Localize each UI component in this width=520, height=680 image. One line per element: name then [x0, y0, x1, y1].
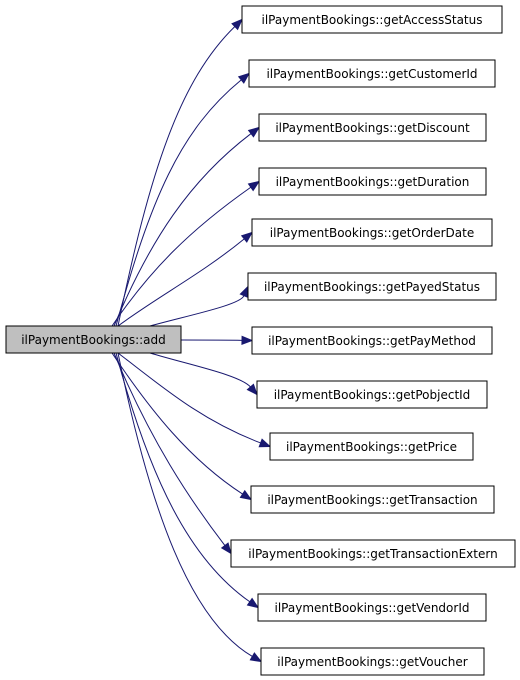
arrowhead-icon: [246, 597, 260, 609]
target-node[interactable]: ilPaymentBookings::getVoucher: [260, 647, 485, 676]
target-nodes: ilPaymentBookings::getAccessStatusilPaym…: [230, 5, 516, 676]
call-edge: [149, 295, 245, 327]
target-node-box: [247, 272, 497, 301]
arrowhead-icon: [237, 72, 251, 84]
call-edge: [115, 79, 242, 327]
call-edge: [117, 26, 236, 327]
arrowhead-icon: [247, 180, 261, 192]
target-node-label: ilPaymentBookings::getCustomerId: [266, 67, 477, 81]
call-edge: [113, 352, 226, 546]
call-edge: [117, 352, 261, 444]
target-node-label: ilPaymentBookings::getDiscount: [275, 121, 470, 135]
arrowhead-icon: [231, 18, 243, 31]
target-node-label: ilPaymentBookings::getOrderDate: [270, 226, 474, 240]
target-node[interactable]: ilPaymentBookings::getAccessStatus: [241, 5, 503, 34]
target-node-label: ilPaymentBookings::getPayedStatus: [264, 280, 480, 294]
target-node-box: [269, 432, 474, 461]
call-edge: [115, 352, 251, 603]
arrowhead-icon: [241, 335, 254, 346]
target-node[interactable]: ilPaymentBookings::getVendorId: [257, 593, 487, 622]
target-node-box: [256, 380, 488, 409]
target-node-box: [230, 539, 516, 568]
target-node-box: [250, 485, 495, 514]
call-edge: [113, 133, 252, 327]
target-node[interactable]: ilPaymentBookings::getTransactionExtern: [230, 539, 516, 568]
target-node-label: ilPaymentBookings::getVendorId: [275, 601, 470, 615]
target-node-box: [258, 167, 487, 196]
target-node[interactable]: ilPaymentBookings::getPrice: [269, 432, 474, 461]
call-edge: [149, 352, 251, 388]
source-node-box: [5, 325, 182, 354]
call-edge: [117, 352, 253, 657]
target-node-box: [251, 218, 493, 247]
arrowhead-icon: [249, 652, 263, 663]
source-node-label: ilPaymentBookings::add: [21, 333, 166, 347]
target-node-label: ilPaymentBookings::getDuration: [276, 175, 470, 189]
arrowhead-icon: [220, 542, 232, 555]
target-node[interactable]: ilPaymentBookings::getTransaction: [250, 485, 495, 514]
target-node-label: ilPaymentBookings::getPobjectId: [274, 388, 471, 402]
arrowhead-icon: [240, 231, 254, 243]
arrowhead-icon: [239, 489, 253, 501]
target-node-label: ilPaymentBookings::getTransactionExtern: [248, 547, 497, 561]
target-node[interactable]: ilPaymentBookings::getPayMethod: [251, 326, 493, 355]
arrowhead-icon: [258, 438, 272, 448]
target-node-label: ilPaymentBookings::getPayMethod: [268, 334, 476, 348]
target-node-box: [257, 593, 487, 622]
target-node-label: ilPaymentBookings::getAccessStatus: [262, 13, 483, 27]
arrowhead-icon: [239, 285, 249, 299]
target-node-label: ilPaymentBookings::getTransaction: [267, 493, 477, 507]
call-edges: [111, 18, 272, 663]
target-node[interactable]: ilPaymentBookings::getCustomerId: [248, 59, 496, 88]
target-node-box: [258, 113, 487, 142]
target-node[interactable]: ilPaymentBookings::getDiscount: [258, 113, 487, 142]
target-node[interactable]: ilPaymentBookings::getPayedStatus: [247, 272, 497, 301]
target-node-label: ilPaymentBookings::getVoucher: [277, 655, 467, 669]
target-node-box: [251, 326, 493, 355]
target-node-box: [248, 59, 496, 88]
target-node-box: [241, 5, 503, 34]
arrowhead-icon: [247, 126, 261, 138]
call-edge: [111, 186, 252, 327]
target-node-label: ilPaymentBookings::getPrice: [286, 440, 457, 454]
source-node[interactable]: ilPaymentBookings::add: [5, 325, 182, 354]
target-node-box: [260, 647, 485, 676]
arrowhead-icon: [246, 383, 258, 396]
target-node[interactable]: ilPaymentBookings::getDuration: [258, 167, 487, 196]
call-edge: [117, 238, 245, 327]
target-node[interactable]: ilPaymentBookings::getPobjectId: [256, 380, 488, 409]
call-edge: [111, 352, 243, 495]
target-node[interactable]: ilPaymentBookings::getOrderDate: [251, 218, 493, 247]
